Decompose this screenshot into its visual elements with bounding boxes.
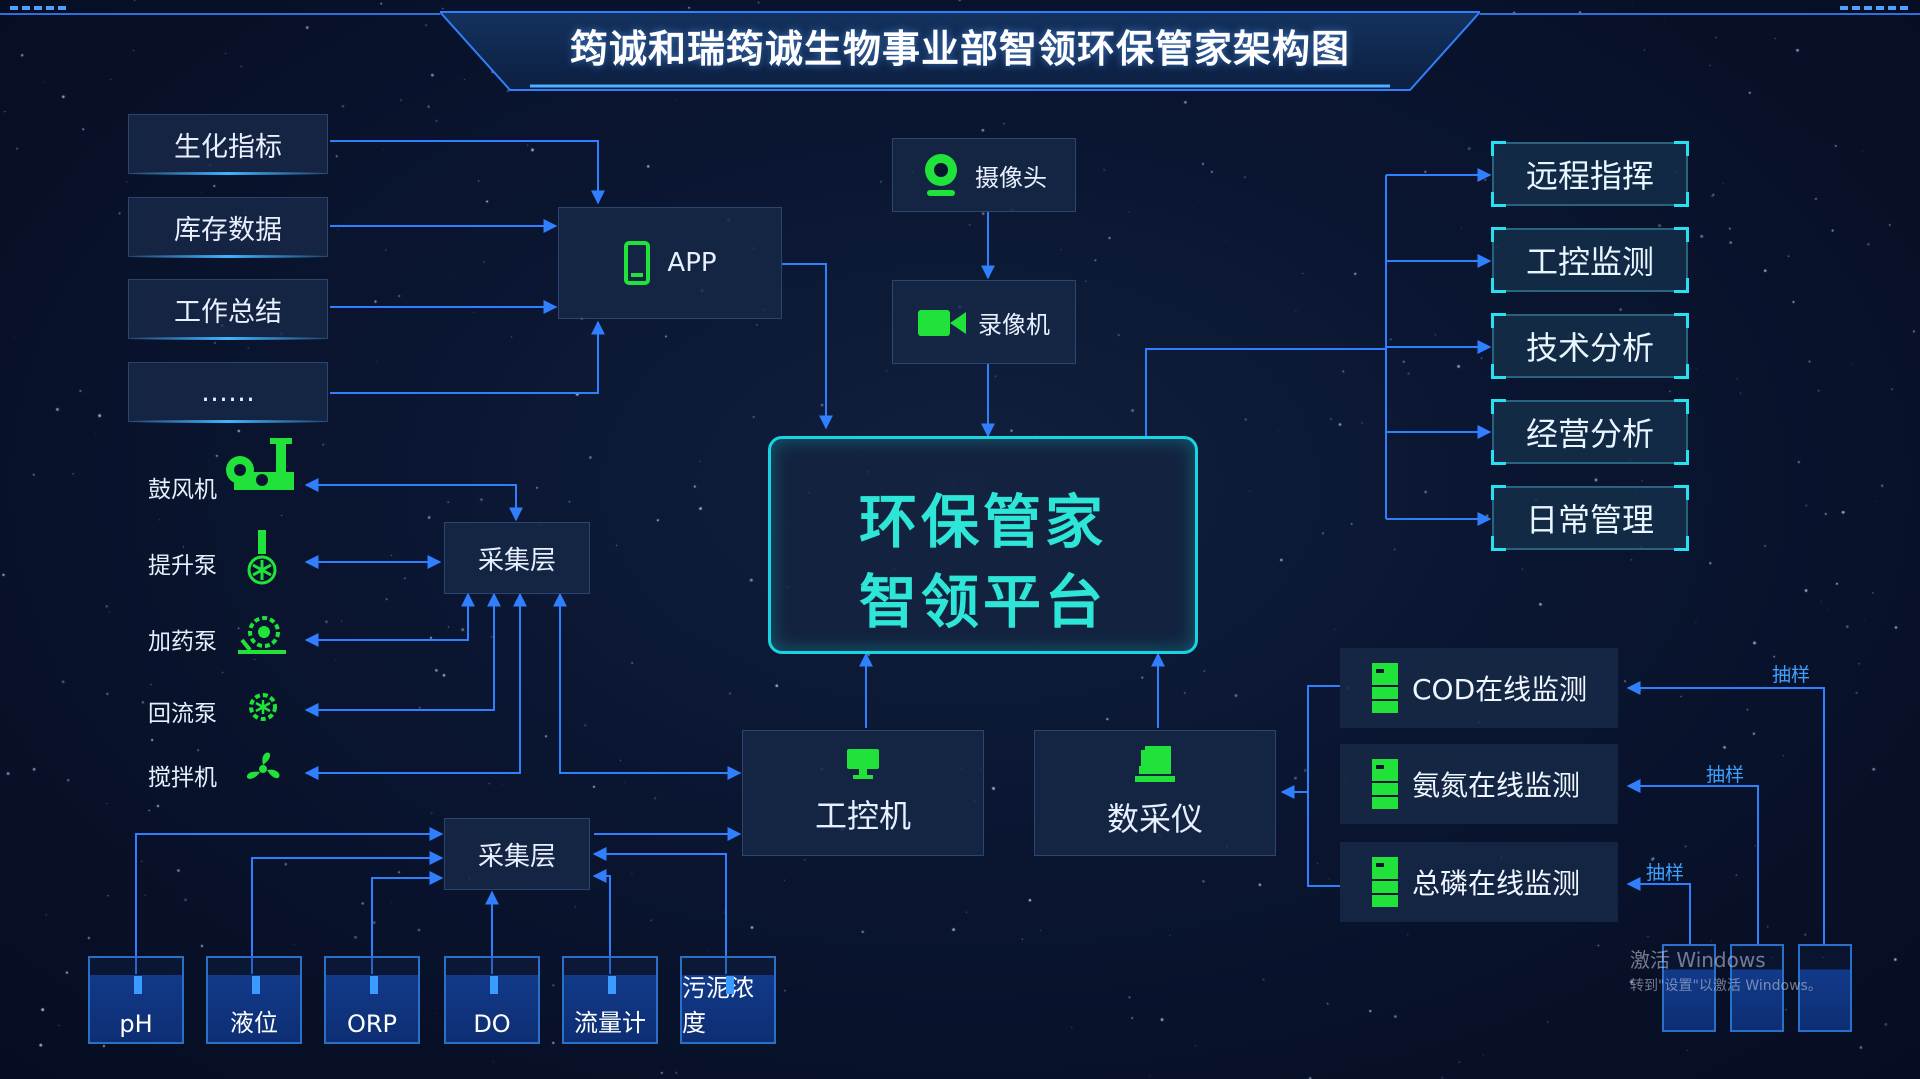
device-blower-label: 鼓风机 [148,477,217,503]
data-acquisition-icon [1135,746,1175,782]
input-label: 生化指标 [174,131,282,163]
collect-layer-bottom[interactable]: 采集层 [444,818,590,890]
analyzer-icon [1372,759,1398,809]
camera-label: 摄像头 [975,163,1047,192]
sample-tank-1 [1662,944,1716,1032]
webcam-icon [925,154,957,196]
sample-label-cod: 抽样 [1772,664,1811,686]
mixer-icon [246,752,280,779]
device-return-pump-label: 回流泵 [148,701,217,727]
phone-icon [624,241,651,285]
sample-tank-2 [1730,944,1784,1032]
video-camera-icon [918,310,966,336]
sensor-orp[interactable]: ORP [324,956,420,1044]
title-banner: 筠诚和瑞筠诚生物事业部智领环保管家架构图 [440,0,1480,96]
recorder-label: 录像机 [978,310,1050,339]
sensor-label: pH [119,1010,153,1038]
output-business-analysis[interactable]: 经营分析 [1491,399,1689,465]
sample-label-phosphorus: 抽样 [1646,862,1685,884]
dosing-pump-icon [238,616,286,654]
monitor-cod[interactable]: COD在线监测 [1340,648,1618,728]
analyzer-icon [1372,663,1398,713]
blower-icon [226,438,294,490]
output-label: 远程指挥 [1525,157,1654,195]
sensor-sludge[interactable]: 污泥浓度 [680,956,776,1044]
monitor-label: 氨氮在线监测 [1412,769,1581,802]
monitor-label: 总磷在线监测 [1412,867,1581,900]
output-daily-management[interactable]: 日常管理 [1491,485,1689,551]
input-bio-indicators[interactable]: 生化指标 [128,114,328,175]
daq-node[interactable]: 数采仪 [1034,730,1276,856]
output-tech-analysis[interactable]: 技术分析 [1491,313,1689,379]
device-dosing-pump-label: 加药泵 [148,629,217,655]
analyzer-icon [1372,857,1398,907]
input-label: …… [201,376,255,408]
output-ics-monitoring[interactable]: 工控监测 [1491,227,1689,293]
sensor-label: 污泥浓度 [682,974,754,1037]
return-pump-icon [249,693,277,721]
app-label: APP [667,248,717,278]
core-line1: 环保管家 [858,488,1107,556]
monitor-ammonia[interactable]: 氨氮在线监测 [1340,744,1618,824]
input-inventory-data[interactable]: 库存数据 [128,197,328,258]
ipc-node[interactable]: 工控机 [742,730,984,856]
sample-tank-3 [1798,944,1852,1032]
sensor-label: 液位 [230,1009,278,1037]
monitor-phosphorus[interactable]: 总磷在线监测 [1340,842,1618,922]
output-label: 经营分析 [1525,415,1654,453]
sample-label-ammonia: 抽样 [1706,764,1745,786]
recorder-node[interactable]: 录像机 [892,280,1076,364]
collect-layer-label: 采集层 [477,841,556,872]
sensor-ph[interactable]: pH [88,956,184,1044]
daq-label: 数采仪 [1106,800,1203,838]
input-label: 工作总结 [174,296,282,328]
output-label: 技术分析 [1525,329,1654,367]
output-label: 日常管理 [1525,501,1654,539]
camera-node[interactable]: 摄像头 [892,138,1076,212]
collect-layer-top[interactable]: 采集层 [444,522,590,594]
device-mixer-label: 搅拌机 [148,765,217,791]
sensor-label: 流量计 [574,1009,646,1037]
app-node[interactable]: APP [558,207,782,319]
collect-layer-label: 采集层 [477,545,556,576]
watermark-line1: 激活 Windows [1630,948,1766,972]
page-title: 筠诚和瑞筠诚生物事业部智领环保管家架构图 [569,27,1350,71]
sensor-label: ORP [346,1010,398,1038]
watermark-line2: 转到"设置"以激活 Windows。 [1630,978,1822,994]
monitor-label: COD在线监测 [1412,673,1588,706]
sensor-label: DO [473,1010,511,1038]
output-remote-command[interactable]: 远程指挥 [1491,141,1689,207]
title-frame [440,11,1480,91]
lift-pump-icon [247,530,277,585]
sensor-flowmeter[interactable]: 流量计 [562,956,658,1044]
core-platform[interactable]: 环保管家 智领平台 [768,436,1198,654]
input-work-summary[interactable]: 工作总结 [128,279,328,340]
sensor-do[interactable]: DO [444,956,540,1044]
windows-activation-watermark: 激活 Windows 转到"设置"以激活 Windows。 [1630,944,1822,995]
output-label: 工控监测 [1525,243,1654,281]
sensor-level[interactable]: 液位 [206,956,302,1044]
ipc-label: 工控机 [814,797,911,835]
input-label: 库存数据 [174,214,282,246]
monitor-icon [847,749,879,779]
input-more[interactable]: …… [128,362,328,423]
device-lift-pump-label: 提升泵 [148,553,217,579]
top-edge-lines [0,6,1920,15]
core-line2: 智领平台 [858,568,1107,636]
